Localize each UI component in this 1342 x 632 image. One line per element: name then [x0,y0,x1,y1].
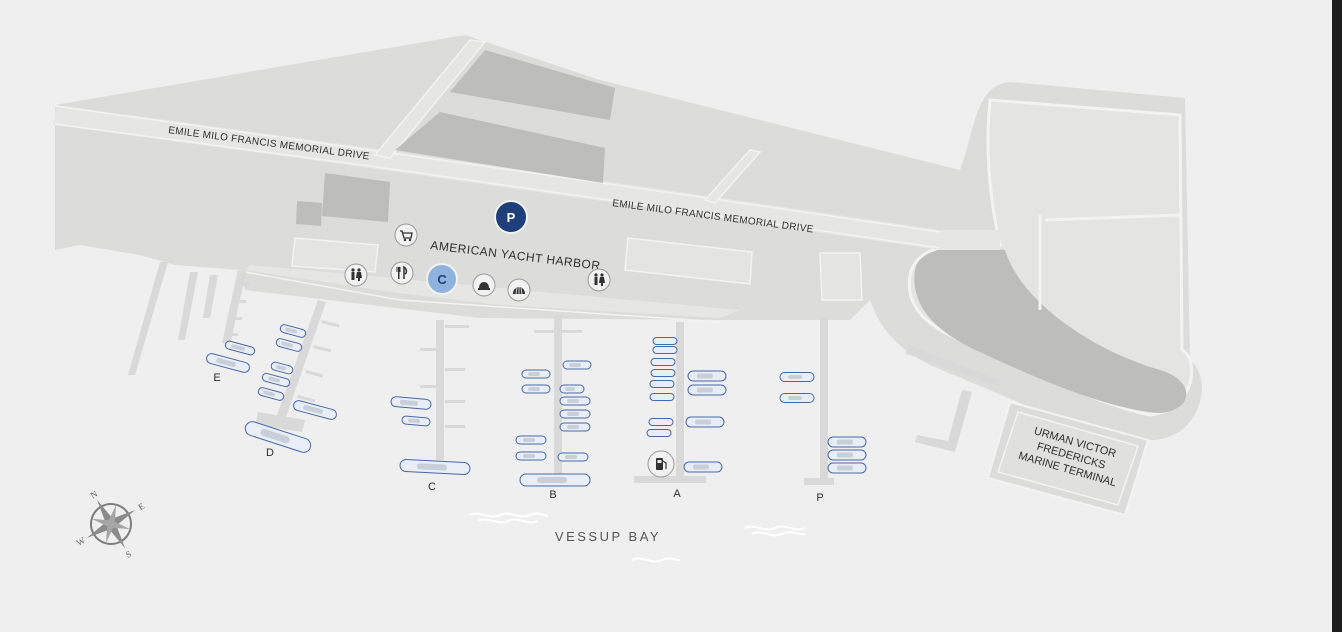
compass-rose-icon: N E S W [75,488,147,560]
pier-label-d: D [266,447,274,459]
pier-b [534,315,582,475]
marine-terminal [986,400,1150,517]
window-edge [1332,0,1342,632]
restaurant-icon[interactable] [390,261,414,285]
pier-e [222,270,250,345]
bay-label: VESSUP BAY [555,529,661,544]
compass-e: E [136,501,146,513]
restroom-icon[interactable] [344,263,368,287]
pier-label-e: E [213,372,220,384]
pond [914,247,1187,413]
memorial-drive-road [53,105,1000,250]
pier-label-c: C [428,481,436,493]
compass-s: S [124,549,133,560]
pier-p [804,318,834,485]
pier-d [255,300,340,432]
parking-lot-south [395,112,605,183]
pier-label-p: P [816,492,823,504]
fuel-icon[interactable] [647,450,675,478]
parking-marker[interactable]: P [494,200,528,234]
customs-marker[interactable]: C [426,263,458,295]
pier-c [420,320,469,460]
compass-n: N [89,488,100,500]
shop-icon[interactable] [472,273,496,297]
parking-lot-north [450,50,615,120]
pier-label-b: B [549,489,556,501]
boats [206,324,867,487]
pier-label-a: A [673,488,681,500]
shopping-cart-icon[interactable] [394,223,418,247]
wave-icon [469,512,807,563]
shell-icon[interactable] [507,278,531,302]
pier-a [634,322,706,483]
parking-marker-label: P [507,210,516,225]
customs-marker-label: C [437,272,447,287]
restroom-icon[interactable] [587,268,611,292]
